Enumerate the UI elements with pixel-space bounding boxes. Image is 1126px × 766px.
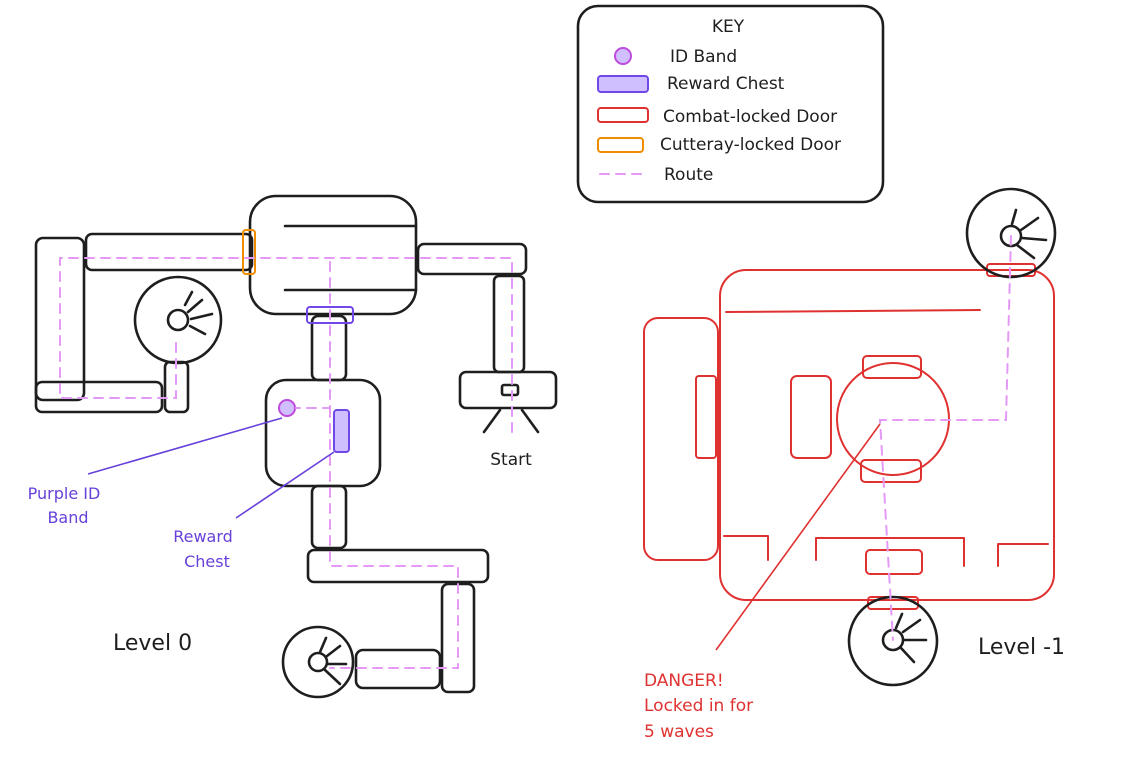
chest-annotation-line2: Chest xyxy=(184,552,230,571)
danger-line3: 5 waves xyxy=(644,722,714,742)
arena-wall-se xyxy=(997,543,1049,567)
legend: KEY ID Band Reward Chest Combat-locked D… xyxy=(576,4,885,204)
id-band-pointer xyxy=(87,417,283,475)
danger-line1: DANGER! xyxy=(644,671,724,691)
route-path-north xyxy=(59,257,513,433)
arena-wall-north xyxy=(725,309,981,313)
ring-door-north xyxy=(862,355,922,379)
room-central-hall xyxy=(248,194,418,316)
reward-chest xyxy=(333,409,350,453)
legend-cutter-door-label: Cutteray-locked Door xyxy=(660,135,841,155)
level0-label: Level 0 xyxy=(113,631,192,656)
corridor-camera-stub xyxy=(163,360,190,414)
corridor-south-east xyxy=(306,548,490,584)
start-label: Start xyxy=(490,450,532,470)
legend-cutter-door-swatch xyxy=(597,137,644,153)
room-west-vertical xyxy=(34,236,86,402)
ring-door-south xyxy=(860,459,922,483)
start-marker xyxy=(500,383,520,397)
arena-wall-sw xyxy=(723,535,769,561)
camera-icon xyxy=(133,275,223,365)
legend-id-band-label: ID Band xyxy=(670,47,737,67)
corridor-to-start xyxy=(492,274,526,374)
level-minus1-map: DANGER! Locked in for 5 waves Level -1 xyxy=(643,187,1065,742)
legend-id-band-swatch xyxy=(614,47,632,65)
legend-combat-door-label: Combat-locked Door xyxy=(663,107,837,127)
danger-line2: Locked in for xyxy=(644,696,753,716)
purple-id-band xyxy=(278,399,296,417)
danger-pointer xyxy=(715,423,881,651)
start-leg-right xyxy=(520,408,540,434)
legend-title: KEY xyxy=(712,17,745,37)
room-arena xyxy=(719,269,1055,601)
id-band-annotation-line2: Band xyxy=(47,508,88,527)
camera-icon xyxy=(281,625,355,699)
arena-west-door xyxy=(695,375,717,459)
start-platform xyxy=(458,370,558,410)
corridor-east xyxy=(416,242,528,276)
level-minus1-label: Level -1 xyxy=(978,635,1065,660)
camera-icon xyxy=(847,595,939,687)
arena-pillar xyxy=(790,375,832,459)
legend-combat-door-swatch xyxy=(597,107,649,123)
level0-map: Purple ID Band Reward Chest Start Level … xyxy=(28,194,558,699)
corridor-reward-south xyxy=(310,484,348,550)
cutteray-locked-door xyxy=(242,229,256,275)
chest-annotation-line1: Reward xyxy=(173,527,233,546)
hall-south-door xyxy=(306,306,354,324)
arena-wall-south xyxy=(815,537,965,567)
chest-pointer xyxy=(235,451,335,519)
legend-route-label: Route xyxy=(664,165,713,185)
combat-door-south xyxy=(867,596,919,610)
legend-box xyxy=(576,4,885,204)
room-reward xyxy=(264,378,382,488)
start-leg-left xyxy=(482,408,502,434)
room-west-annex xyxy=(643,317,719,561)
route-path-south xyxy=(329,407,459,669)
legend-chest-label: Reward Chest xyxy=(667,74,785,94)
arena-south-door xyxy=(865,549,923,575)
legend-chest-swatch xyxy=(597,75,649,93)
route-path-lower xyxy=(878,235,1012,641)
id-band-annotation-line1: Purple ID xyxy=(28,484,101,503)
camera-icon xyxy=(965,187,1057,279)
corridor-north-west xyxy=(84,232,254,272)
